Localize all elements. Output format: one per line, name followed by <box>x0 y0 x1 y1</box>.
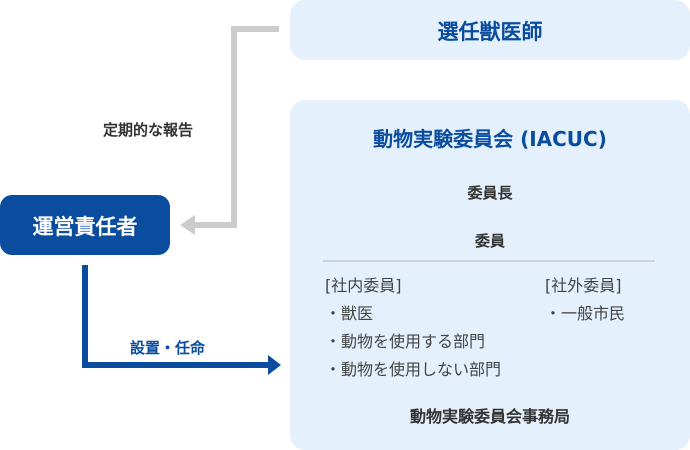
internal-header: [社内委員] <box>325 276 402 295</box>
internal-item: ・動物を使用しない部門 <box>325 360 502 379</box>
committee-members: 委員 <box>474 232 505 250</box>
manager-label: 運営責任者 <box>32 215 138 239</box>
committee-title: 動物実験委員会 (IACUC) <box>373 127 607 151</box>
appoint-arrowhead <box>268 355 281 375</box>
report-label: 定期的な報告 <box>103 121 194 139</box>
divider <box>323 260 655 262</box>
committee-box: 動物実験委員会 (IACUC) 委員長 委員 [社内委員] ・獣医 ・動物を使用… <box>290 100 690 450</box>
vet-box: 選任獣医師 <box>290 0 690 60</box>
report-connector <box>192 26 279 228</box>
appoint-label: 設置・任命 <box>130 339 206 357</box>
committee-office: 動物実験委員会事務局 <box>409 407 570 426</box>
internal-item: ・獣医 <box>325 304 374 323</box>
report-arrowhead <box>180 215 195 235</box>
appoint-connector <box>82 265 270 368</box>
external-header: [社外委員] <box>545 276 622 295</box>
committee-chair: 委員長 <box>467 184 513 202</box>
internal-item: ・動物を使用する部門 <box>325 332 486 351</box>
manager-box: 運営責任者 <box>0 195 170 255</box>
external-item: ・一般市民 <box>545 304 626 323</box>
vet-label: 選任獣医師 <box>437 20 543 44</box>
